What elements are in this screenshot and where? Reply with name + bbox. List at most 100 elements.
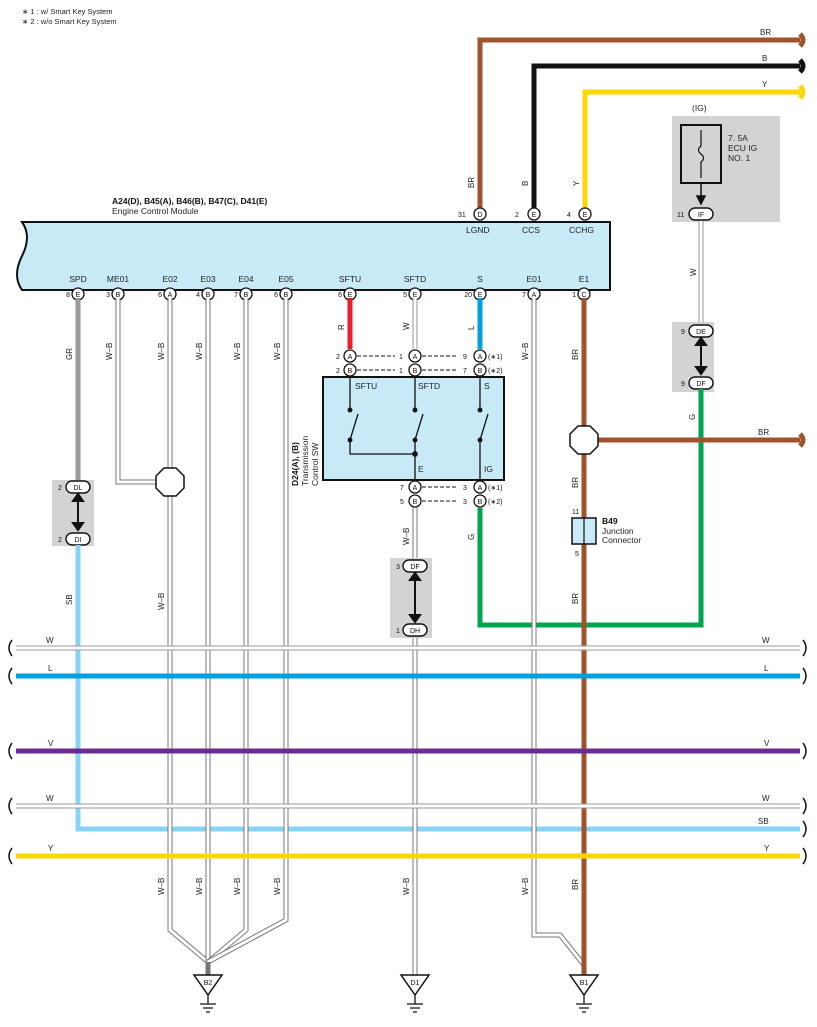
wire-label-br-top: BR xyxy=(760,28,771,37)
wire-label-wb-1: W–B xyxy=(105,343,114,360)
wire-label-sb-right: SB xyxy=(758,817,769,826)
wire-label-w-sftd: W xyxy=(402,322,411,330)
ecm-name: Engine Control Module xyxy=(112,206,199,216)
ecm-pin-e02: 6 xyxy=(158,292,162,299)
wire-label-sb: SB xyxy=(65,594,74,605)
bus-label-w1-right: W xyxy=(762,636,770,645)
jc-df-conn1-label: DF xyxy=(410,564,419,571)
ecm-pin-sftu: 6 xyxy=(338,292,342,299)
switch-name1: Transmission xyxy=(300,436,310,486)
svg-text:B: B xyxy=(413,368,418,375)
svg-text:B: B xyxy=(478,499,483,506)
ground-b1: B1 xyxy=(568,974,600,1013)
wire-b-top xyxy=(531,58,806,210)
bus-label-v-right: V xyxy=(764,739,770,748)
jc-de-pin2: 9 xyxy=(681,381,685,388)
wire-label-wb-e01: W–B xyxy=(521,343,530,360)
bus-label-w1-left: W xyxy=(46,636,54,645)
switch-row1: 2 A 1 A 9 A (∗1) xyxy=(336,349,502,363)
switch-code: D24(A), (B) xyxy=(290,442,300,486)
jc-de-conn1-label: DE xyxy=(696,329,706,336)
svg-text:B: B xyxy=(478,368,483,375)
wire-label-wb-sw: W–B xyxy=(402,528,411,545)
wire-label-g-right: G xyxy=(688,414,697,420)
fuse-pin: 11 xyxy=(677,212,684,219)
svg-text:A: A xyxy=(348,354,353,361)
splice-octagon-2 xyxy=(569,425,599,455)
wire-label-r: R xyxy=(337,324,346,330)
svg-text:1: 1 xyxy=(399,368,403,375)
jconn-pin1: 11 xyxy=(572,509,579,516)
ecm-pin-cchg: 4 xyxy=(567,212,571,219)
svg-text:7: 7 xyxy=(463,368,467,375)
ecm-pin-e1: 1 xyxy=(572,292,576,299)
ecm-term-sftu: SFTU xyxy=(339,274,361,284)
wire-label-wb-2: W–B xyxy=(157,343,166,360)
svg-text:3: 3 xyxy=(463,499,467,506)
bus-label-l-left: L xyxy=(48,664,53,673)
ecm-term-e05: E05 xyxy=(278,274,293,284)
svg-text:9: 9 xyxy=(463,354,467,361)
wire-label-wb-e01-low: W–B xyxy=(521,878,530,895)
wire-sb xyxy=(75,545,800,832)
svg-text:1: 1 xyxy=(399,354,403,361)
bus-label-y-left: Y xyxy=(48,844,54,853)
svg-text:7: 7 xyxy=(400,485,404,492)
switch-box xyxy=(322,376,505,481)
wire-label-g-left: G xyxy=(467,534,476,540)
switch-name2: Control SW xyxy=(310,443,320,486)
svg-text:5: 5 xyxy=(400,499,404,506)
wire-wb-e01 xyxy=(532,298,586,966)
ecm-term-s: S xyxy=(477,274,483,284)
svg-text:A: A xyxy=(478,354,483,361)
svg-text:B1: B1 xyxy=(580,980,589,987)
fuse-shade xyxy=(672,116,780,222)
switch-contacts xyxy=(347,376,489,480)
ecm-pin-sftd: 5 xyxy=(403,292,407,299)
ecm-codes: A24(D), B45(A), B46(B), B47(C), D41(E) xyxy=(112,196,268,206)
svg-text:A: A xyxy=(413,485,418,492)
jc-dl-conn2-label: DI xyxy=(75,537,82,544)
svg-text:(∗1): (∗1) xyxy=(488,354,502,361)
ecm-pin-me01: 3 xyxy=(106,292,110,299)
ecm-term-sftd: SFTD xyxy=(404,274,426,284)
ecm-box xyxy=(16,221,611,291)
fuse-name-1: ECU IG xyxy=(728,143,757,153)
jc-dl-arrows xyxy=(71,492,85,532)
wire-label-br-e1c: BR xyxy=(571,593,580,604)
wire-label-wb-5: W–B xyxy=(273,343,282,360)
ecm-term-ccs: CCS xyxy=(522,225,540,235)
jc-de-pin1: 9 xyxy=(681,329,685,336)
ecm-conn-sftu: E xyxy=(348,292,353,299)
ecm-term-e01: E01 xyxy=(526,274,541,284)
wire-label-br-vert: BR xyxy=(467,177,476,188)
switch-row2: 2 B 1 B 7 B (∗2) xyxy=(336,363,502,377)
wire-label-wb-3: W–B xyxy=(195,343,204,360)
svg-text:2: 2 xyxy=(336,368,340,375)
fuse-rating: 7. 5A xyxy=(728,133,748,143)
switch-term-sftu: SFTU xyxy=(355,381,377,391)
ecm-pin-lgnd: 31 xyxy=(458,212,466,219)
ecm-conn-e1: C xyxy=(581,292,586,299)
svg-text:B2: B2 xyxy=(204,980,213,987)
switch-row4: 5 B 3 B (∗2) xyxy=(400,494,502,508)
wire-y-top xyxy=(582,84,806,210)
wire-label-y-top: Y xyxy=(762,80,768,89)
ecm-term-me01: ME01 xyxy=(107,274,129,284)
wire-label-br-e1d: BR xyxy=(571,879,580,890)
bus-label-w2-right: W xyxy=(762,794,770,803)
bus-wires xyxy=(8,639,807,865)
ecm-pin-e04: 7 xyxy=(234,292,238,299)
ecm-term-e02: E02 xyxy=(162,274,177,284)
switch-term-sftd: SFTD xyxy=(418,381,440,391)
wire-label-wb-8: W–B xyxy=(195,878,204,895)
bus-label-y-right: Y xyxy=(764,844,770,853)
switch-term-s: S xyxy=(484,381,490,391)
ecm-conn-cchg: E xyxy=(583,212,588,219)
wire-label-br-mid: BR xyxy=(758,428,769,437)
jc-df-conn2 xyxy=(402,623,428,637)
wire-label-gr: GR xyxy=(65,348,74,360)
wire-label-wb-sw-low: W–B xyxy=(402,878,411,895)
